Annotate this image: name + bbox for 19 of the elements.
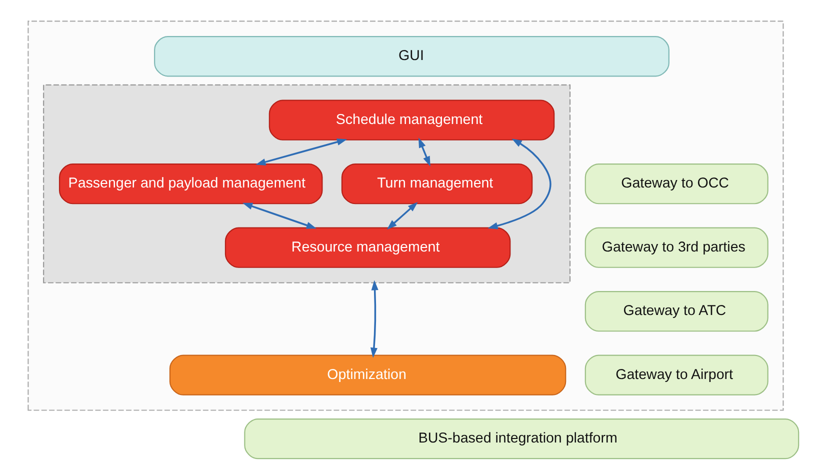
arrow [255, 138, 347, 166]
node-box: Passenger and payload management [58, 164, 322, 204]
node-box: BUS-based integration platform [244, 418, 799, 460]
arrow [370, 280, 378, 358]
cluster [42, 84, 570, 284]
node-box: Gateway to 3rd parties [584, 227, 768, 268]
node-box: Resource management [224, 227, 510, 268]
node-box: GUI [154, 36, 669, 77]
node-box: Turn management [340, 164, 532, 204]
node-box: Gateway to Airport [584, 354, 768, 396]
node-box: Schedule management [268, 100, 554, 140]
arrow [242, 202, 316, 229]
arrow [386, 202, 418, 230]
cluster [27, 20, 784, 411]
node-box: Gateway to OCC [584, 164, 768, 204]
arrow [418, 138, 430, 167]
node-box: Optimization [168, 354, 566, 396]
node-box: Gateway to ATC [584, 291, 768, 332]
arrow [487, 138, 551, 230]
